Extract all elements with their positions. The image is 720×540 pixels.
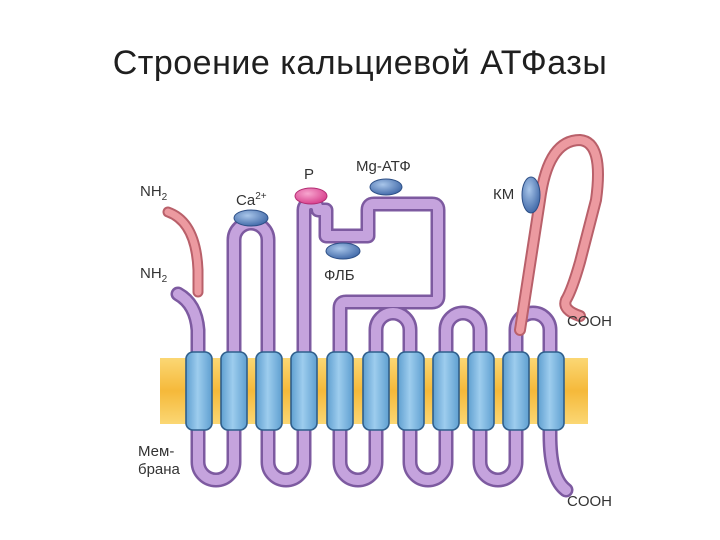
helix-7 xyxy=(397,351,425,431)
transmembrane-helices xyxy=(185,351,565,431)
mg-atp-site-icon xyxy=(369,178,403,196)
label-km: КМ xyxy=(493,186,514,203)
label-flb: ФЛБ xyxy=(324,267,355,284)
label-nh2-bottom: NH2 xyxy=(140,265,168,285)
helix-5 xyxy=(326,351,354,431)
helix-2 xyxy=(220,351,248,431)
label-ca: Ca2+ xyxy=(236,191,267,209)
label-cooh-bottom: COOH xyxy=(567,493,612,510)
label-membrane-line2: брана xyxy=(138,461,181,478)
label-membrane-line1: Мем- xyxy=(138,443,174,460)
helix-10 xyxy=(502,351,530,431)
page-title: Строение кальциевой АТФазы xyxy=(112,44,608,82)
calmodulin-loop xyxy=(514,134,604,336)
helix-9 xyxy=(467,351,495,431)
label-p: P xyxy=(304,166,314,183)
label-mg-atp: Mg-АТФ xyxy=(356,158,411,175)
helix-8 xyxy=(432,351,460,431)
helix-4 xyxy=(290,351,318,431)
polypeptide-chain xyxy=(170,195,574,498)
label-nh2-top: NH2 xyxy=(140,183,168,203)
ca-binding-site-icon xyxy=(233,209,269,227)
phosphate-site-icon xyxy=(294,187,328,205)
label-cooh-top: COOH xyxy=(567,313,612,330)
helix-1 xyxy=(185,351,213,431)
calmodulin-site-icon xyxy=(521,176,541,214)
helix-6 xyxy=(362,351,390,431)
phospholamban-site-icon xyxy=(325,242,361,260)
helix-3 xyxy=(255,351,283,431)
helix-11 xyxy=(537,351,565,431)
